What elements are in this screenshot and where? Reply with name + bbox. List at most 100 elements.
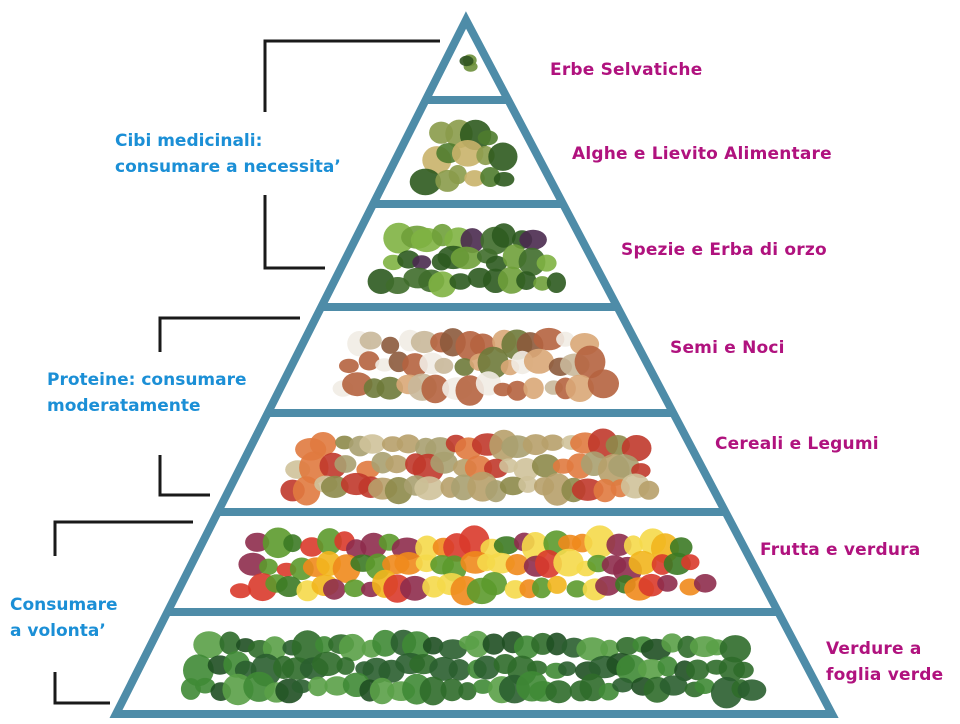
bracket-proteins [158,316,300,497]
food-item [661,633,683,653]
food-item [323,578,346,600]
food-item [459,55,474,67]
food-item [369,677,395,705]
food-item [518,247,546,276]
food-item [308,676,328,697]
food-item [541,434,564,451]
food-item [628,550,657,575]
food-item [283,534,302,553]
food-item [553,548,584,577]
food-item [523,348,554,374]
food-item [344,579,366,598]
level-label-fruits-vegetables: Frutta e verdura [760,540,921,560]
food-item [473,679,493,694]
bracket-medicinal [263,39,440,270]
food-item [694,678,715,694]
bracket-bottom [53,672,110,705]
food-item [657,575,678,592]
food-item [616,654,647,684]
food-item [532,577,552,599]
group-label-proteins: Proteine: consumare moderatamente [47,370,247,416]
food-image-grains-legumes [280,428,660,506]
food-item [291,679,312,694]
food-item [309,432,337,456]
food-item [451,140,484,167]
food-image-fruits-vegetables [230,525,717,606]
food-item [372,629,399,657]
food-item [546,272,567,294]
food-item [315,636,334,654]
food-item [454,358,475,376]
food-item [579,673,606,702]
bracket-free [53,520,193,705]
food-image-seaweed-yeast [409,119,518,196]
food-item [491,223,516,248]
food-item [574,345,606,379]
food-item [545,680,572,704]
bracket-top [263,39,440,112]
bracket-bottom [263,195,325,270]
food-item [477,346,509,379]
food-item [448,659,471,681]
food-item [440,678,464,702]
food-item [324,676,350,696]
food-item [358,351,380,371]
food-item [334,455,357,473]
food-item [493,172,515,187]
food-item [276,576,302,597]
food-item [434,357,454,374]
food-item [531,454,561,478]
food-item [593,478,617,503]
food-item [385,277,410,294]
food-item [409,168,442,196]
food-item [291,630,324,665]
food-item [339,358,359,374]
food-item [381,336,400,354]
food-item [400,575,430,601]
food-item [505,554,529,576]
food-item [422,636,444,655]
food-item [421,374,450,404]
food-item [465,630,490,658]
food-item [536,254,557,272]
level-label-wild-herbs: Erbe Selvatiche [550,60,703,80]
level-label-seeds-nuts: Semi e Noci [670,338,785,358]
level-label-leafy-greens: Verdure a foglia verde [826,639,944,685]
food-item [473,655,500,680]
level-label-grains-legumes: Cereali e Legumi [715,434,879,454]
food-item [523,377,544,400]
food-item [516,271,537,290]
group-label-free: Consumare a volonta’ [10,595,118,641]
food-item [533,327,565,351]
food-item [458,682,477,701]
food-item [638,480,660,500]
food-item [576,637,609,661]
food-image-leafy-greens [180,629,767,709]
food-item [449,273,472,290]
food-item [402,631,432,660]
bracket-bottom [158,455,210,497]
food-item [737,679,767,701]
food-item [317,528,342,555]
food-item [376,376,404,400]
food-item [312,651,343,677]
food-item [412,255,432,270]
food-item [410,330,438,354]
food-item [477,130,498,146]
food-item [621,435,652,462]
food-item [497,266,526,294]
food-item [506,380,528,401]
food-item [485,255,508,272]
food-image-wild-herbs [459,54,478,72]
food-item [219,631,241,655]
food-item [558,661,577,676]
food-item [600,639,619,659]
food-item [686,659,710,681]
food-item [638,573,665,597]
food-item [493,536,520,555]
food-item [612,677,633,693]
food-item [414,476,444,501]
food-item [693,574,717,593]
bracket-top [158,316,300,352]
food-item [595,576,621,596]
